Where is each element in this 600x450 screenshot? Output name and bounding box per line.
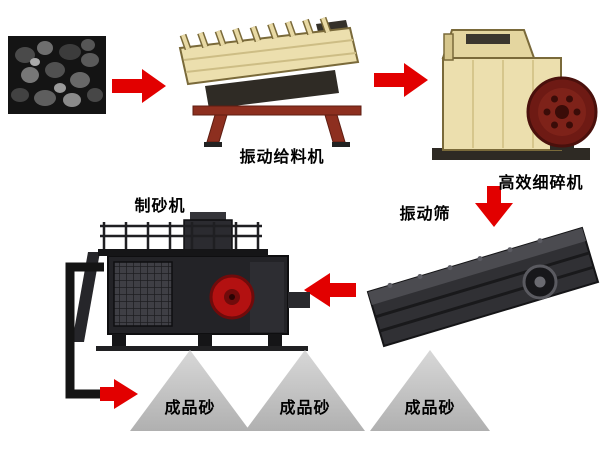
label-finished-sand-1: 成品砂 — [164, 400, 216, 417]
arrow-down-1 — [475, 186, 513, 227]
raw-material-photo — [8, 36, 106, 114]
vibrating-feeder-illustration — [178, 16, 362, 147]
elbow-connector — [65, 262, 104, 399]
label-vibrating-screen: 振动筛 — [399, 206, 451, 223]
sand-pile-1 — [130, 350, 250, 431]
vibrating-screen-illustration — [366, 226, 600, 348]
label-sand-maker: 制砂机 — [134, 198, 186, 215]
label-finished-sand-2: 成品砂 — [279, 400, 331, 417]
label-finished-sand-3: 成品砂 — [404, 400, 456, 417]
sand-pile-2 — [245, 350, 365, 431]
label-fine-crusher: 高效细碎机 — [498, 175, 584, 192]
arrow-right-1 — [112, 69, 166, 103]
sand-maker-illustration — [72, 212, 310, 351]
arrow-right-2 — [374, 63, 428, 97]
label-vibrating-feeder: 振动给料机 — [239, 149, 325, 166]
arrow-left-1 — [304, 273, 356, 307]
sand-pile-3 — [370, 350, 490, 431]
arrow-right-3 — [100, 379, 138, 409]
fine-crusher-illustration — [432, 29, 598, 160]
